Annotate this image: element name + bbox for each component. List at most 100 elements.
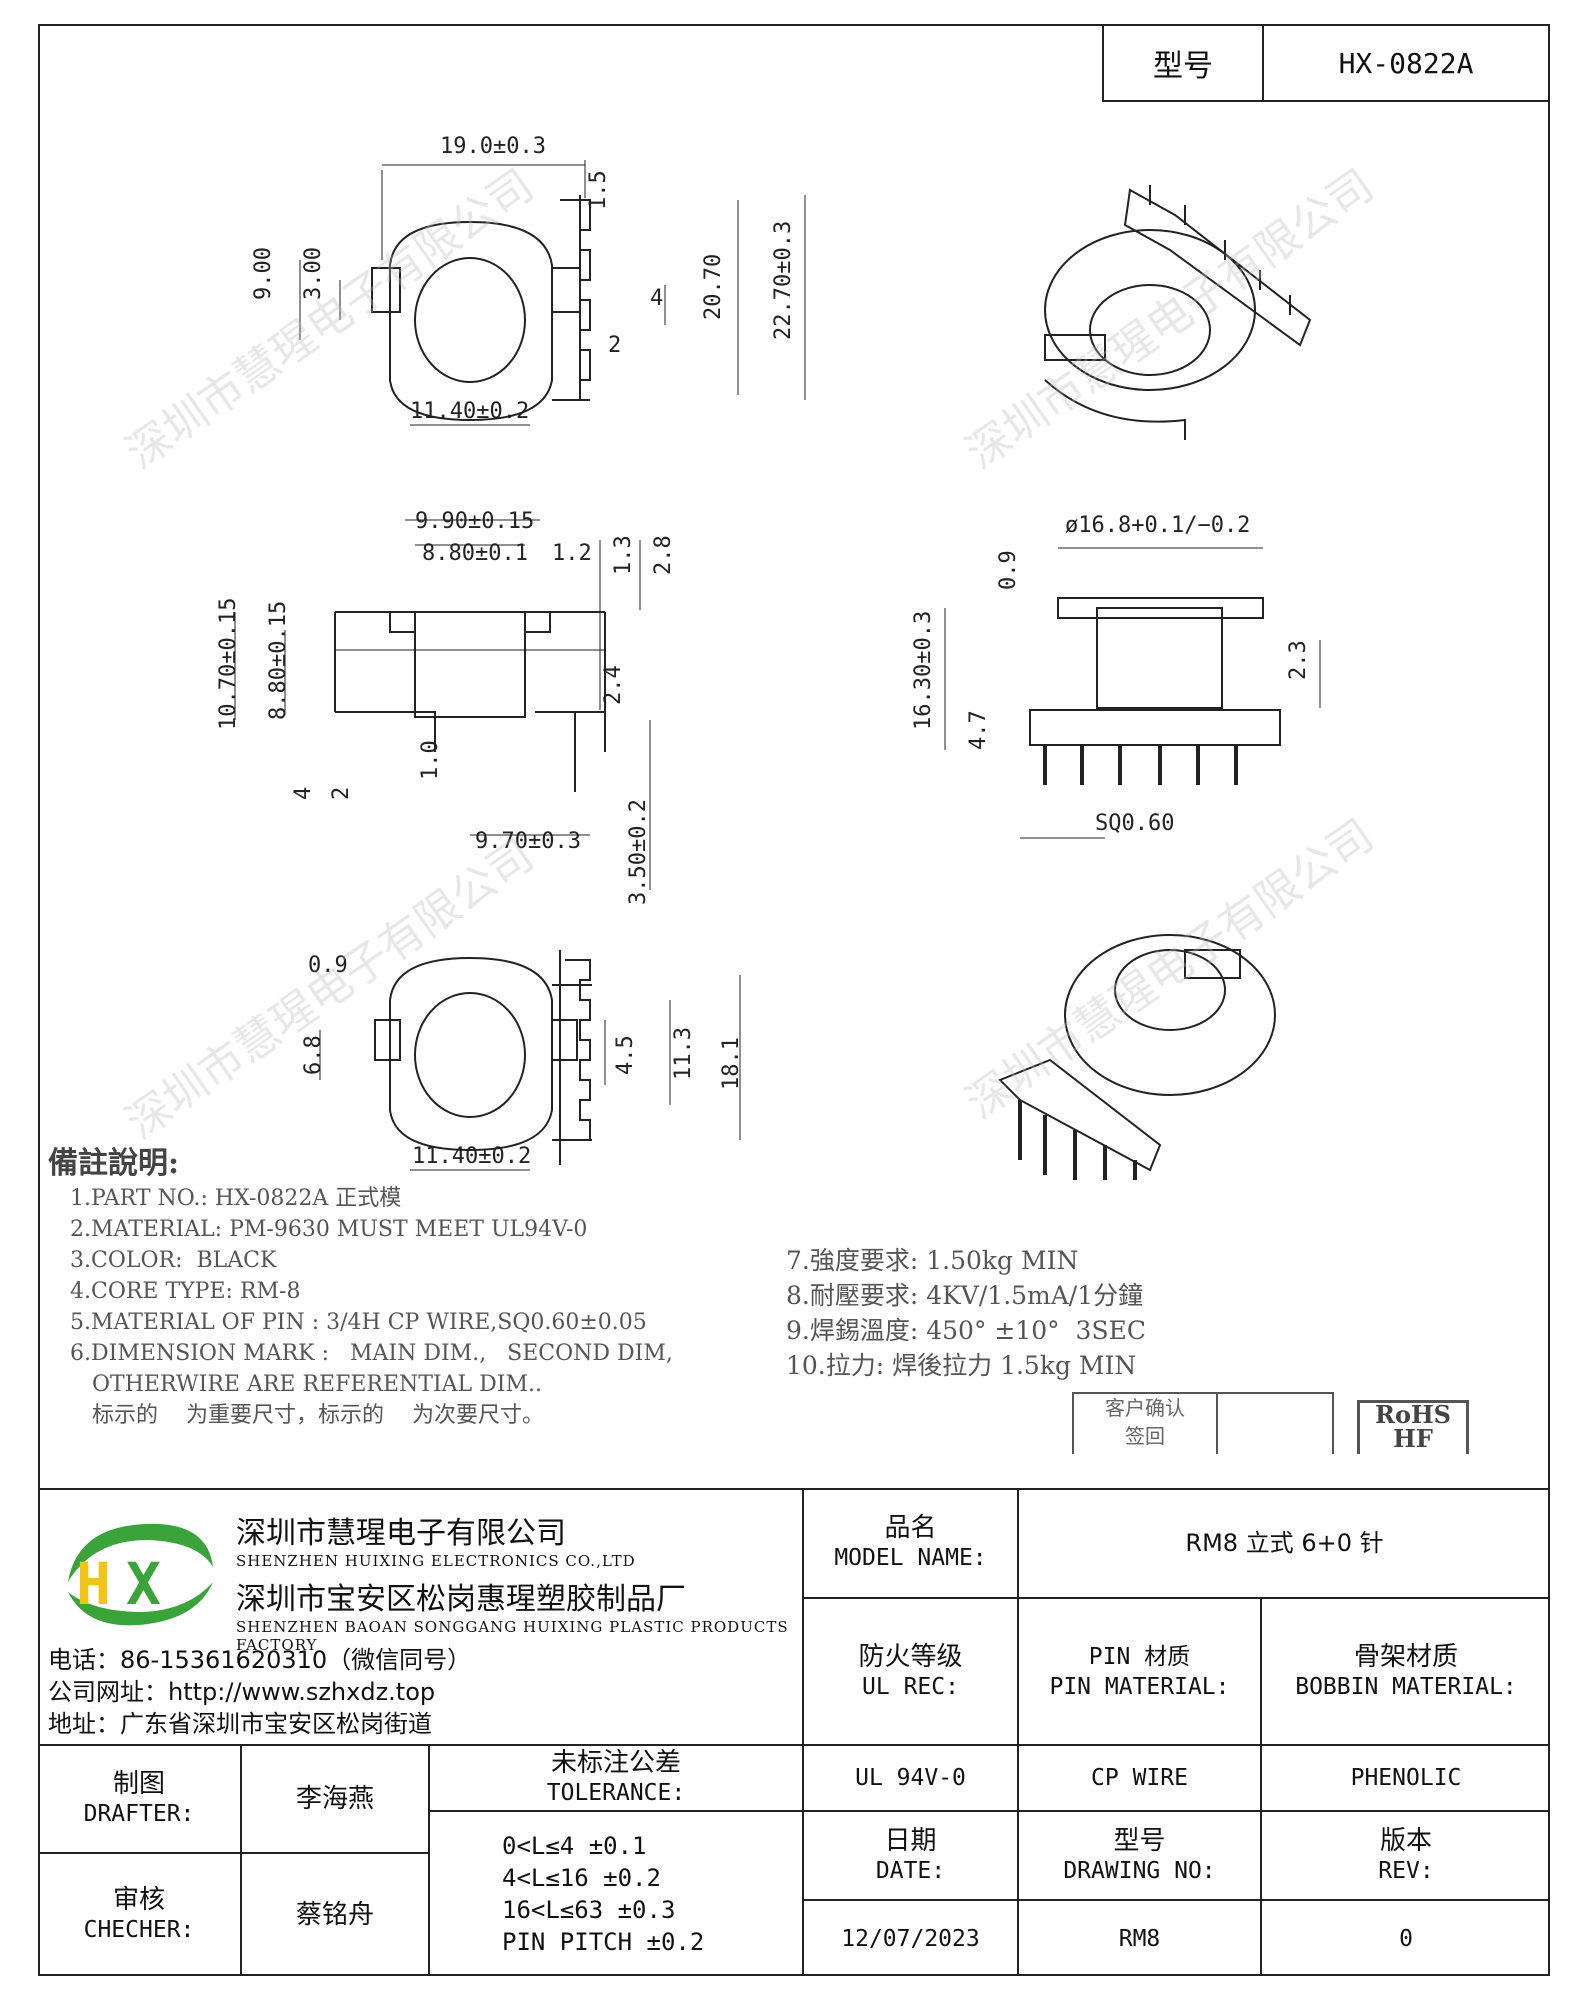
dim-side-13: 3.50±0.2 — [626, 799, 651, 905]
svg-text:H: H — [76, 1550, 111, 1618]
customer-return-label: 签回 — [1125, 1424, 1165, 1448]
customer-confirm-box: 客户确认 签回 — [1072, 1392, 1334, 1454]
drafter-value: 李海燕 — [242, 1746, 430, 1854]
model-label: 型号 — [1104, 26, 1264, 100]
company-info: H X 深圳市慧瑆电子有限公司 SHENZHEN HUIXING ELECTRO… — [38, 1488, 804, 1746]
dim-top-5: 4 — [650, 286, 663, 311]
dim-side-5: 2.8 — [651, 535, 676, 575]
tolerance-line: 16<L≤63 ±0.3 — [502, 1896, 676, 1924]
rohs-stamp: RoHS HF — [1357, 1400, 1469, 1454]
dim-side-1: 9.90±0.15 — [415, 509, 534, 534]
watermark: 深圳市慧瑆电子有限公司 — [957, 810, 1383, 1129]
dim-side-3: 1.2 — [552, 541, 592, 566]
notes-heading: 備註說明: — [48, 1146, 180, 1181]
dim-bottom-1: 0.9 — [308, 953, 348, 978]
dim-bottom-5: 18.1 — [719, 1037, 744, 1090]
note-item: 10.拉力: 焊後拉力 1.5kg MIN — [786, 1351, 1137, 1380]
dim-top-7: 20.70 — [701, 254, 726, 320]
dim-side-7: 8.80±0.15 — [266, 601, 291, 720]
dim-top-6: 2 — [608, 333, 621, 358]
company-website[interactable]: 公司网址：http://www.szhxdz.top — [48, 1678, 436, 1706]
dim-front-2: 0.9 — [996, 550, 1021, 590]
note-item: 5.MATERIAL OF PIN : 3/4H CP WIRE,SQ0.60±… — [70, 1310, 647, 1335]
tolerance-line: 4<L≤16 ±0.2 — [502, 1864, 661, 1892]
front-view — [944, 547, 1321, 839]
note-item: 1.PART NO.: HX-0822A 正式模 — [70, 1186, 402, 1211]
dim-top-8: 22.70±0.3 — [771, 221, 796, 340]
svg-text:X: X — [126, 1550, 161, 1618]
drafter-label: 制图 DRAFTER: — [38, 1746, 242, 1854]
title-block: H X 深圳市慧瑆电子有限公司 SHENZHEN HUIXING ELECTRO… — [38, 1488, 1550, 1976]
side-view — [234, 519, 651, 890]
dim-side-8: 2.4 — [601, 665, 626, 705]
factory-name-cn: 深圳市宝安区松岗惠瑆塑胶制品厂 — [236, 1582, 686, 1617]
dim-side-12: 9.70±0.3 — [475, 829, 581, 854]
dim-side-9: 4 — [291, 787, 316, 800]
date-value: 12/07/2023 — [804, 1901, 1019, 1976]
notes-section: 備註說明: 1.PART NO.: HX-0822A 正式模 2.MATERIA… — [48, 1148, 673, 1431]
bottom-view — [319, 950, 741, 1171]
note-item: 3.COLOR: BLACK — [70, 1248, 277, 1273]
customer-confirm-label: 客户确认 — [1105, 1396, 1185, 1420]
rev-label: 版本 REV: — [1262, 1812, 1550, 1901]
note-item: 9.焊錫溫度: 450° ±10° 3SEC — [786, 1316, 1146, 1345]
note-item: 8.耐壓要求: 4KV/1.5mA/1分鐘 — [786, 1281, 1144, 1310]
note-item: 7.強度要求: 1.50kg MIN — [786, 1246, 1079, 1275]
dim-side-4: 1.3 — [611, 535, 636, 575]
dim-front-1: ø16.8+0.1/−0.2 — [1065, 513, 1250, 538]
tolerance-values: 0<L≤4 ±0.1 4<L≤16 ±0.2 16<L≤63 ±0.3 PIN … — [430, 1812, 804, 1976]
pin-material-label: PIN 材质 PIN MATERIAL: — [1019, 1599, 1262, 1746]
tolerance-label: 未标注公差 TOLERANCE: — [430, 1746, 804, 1812]
model-name-label: 品名 MODEL NAME: — [804, 1488, 1019, 1599]
dim-front-5: 2.3 — [1286, 640, 1311, 680]
company-address: 地址：广东省深圳市宝安区松岗街道 — [48, 1710, 432, 1738]
dim-top-3: 3.00 — [301, 247, 326, 300]
isometric-view-top — [1044, 185, 1312, 440]
company-name-en: SHENZHEN HUIXING ELECTRONICS CO.,LTD — [236, 1552, 636, 1570]
title-block-divider — [38, 1488, 1550, 1490]
company-logo-icon: H X — [68, 1523, 213, 1626]
drawing-no-value: RM8 — [1019, 1901, 1262, 1976]
tolerance-line: PIN PITCH ±0.2 — [502, 1928, 705, 1956]
dim-front-6: SQ0.60 — [1095, 811, 1174, 836]
model-value: HX-0822A — [1338, 46, 1474, 80]
dim-top-4: 1.5 — [586, 170, 611, 210]
bobbin-material-value: PHENOLIC — [1262, 1746, 1550, 1812]
checker-value: 蔡铭舟 — [242, 1854, 430, 1976]
model-header: 型号 HX-0822A — [1102, 24, 1550, 102]
dim-top-1: 19.0±0.3 — [440, 134, 546, 159]
company-contact: 电话：86-15361620310（微信同号） 公司网址：http://www.s… — [48, 1644, 471, 1740]
note-item: 4.CORE TYPE: RM-8 — [70, 1279, 301, 1304]
ul-value: UL 94V-0 — [804, 1746, 1019, 1812]
dim-bottom-2: 6.8 — [301, 1035, 326, 1075]
note-item: 2.MATERIAL: PM-9630 MUST MEET UL94V-0 — [70, 1217, 588, 1242]
checker-label: 审核 CHECHER: — [38, 1854, 242, 1976]
rohs-label: RoHS — [1375, 1400, 1451, 1429]
dim-bottom-4: 11.3 — [671, 1027, 696, 1080]
company-phone: 电话：86-15361620310（微信同号） — [48, 1646, 472, 1674]
note-item: 标示的 为重要尺寸，标示的 为次要尺寸。 — [92, 1403, 544, 1428]
bobbin-material-label: 骨架材质 BOBBIN MATERIAL: — [1262, 1599, 1550, 1746]
watermark: 深圳市慧瑆电子有限公司 — [117, 160, 543, 479]
company-name-cn: 深圳市慧瑆电子有限公司 — [236, 1516, 566, 1551]
note-item: OTHERWIRE ARE REFERENTIAL DIM.. — [92, 1372, 542, 1397]
dim-side-11: 1.0 — [418, 740, 443, 780]
ul-rec-label: 防火等级 UL REC: — [804, 1599, 1019, 1746]
dim-top-2: 9.00 — [251, 247, 276, 300]
model-name-value: RM8 立式 6+0 针 — [1019, 1488, 1550, 1599]
rev-value: 0 — [1399, 1925, 1413, 1952]
dim-side-6: 10.70±0.15 — [216, 598, 241, 730]
dim-side-2: 8.80±0.1 — [422, 541, 528, 566]
notes-section-2: 7.強度要求: 1.50kg MIN 8.耐壓要求: 4KV/1.5mA/1分鐘… — [786, 1243, 1146, 1383]
tolerance-line: 0<L≤4 ±0.1 — [502, 1832, 647, 1860]
hf-label: HF — [1393, 1424, 1433, 1453]
top-view — [299, 160, 806, 426]
technical-drawing: 19.0±0.3 9.00 3.00 1.5 4 2 20.70 22.70±0… — [117, 134, 1383, 1180]
dim-bottom-6: 11.40±0.2 — [412, 1144, 531, 1169]
dim-top-9: 11.40±0.2 — [410, 399, 529, 424]
dim-front-4: 4.7 — [966, 710, 991, 750]
date-label: 日期 DATE: — [804, 1812, 1019, 1901]
dim-side-10: 2 — [329, 787, 354, 800]
dim-front-3: 16.30±0.3 — [911, 611, 936, 730]
factory-name-en: SHENZHEN BAOAN SONGGANG HUIXING PLASTIC … — [236, 1618, 789, 1654]
